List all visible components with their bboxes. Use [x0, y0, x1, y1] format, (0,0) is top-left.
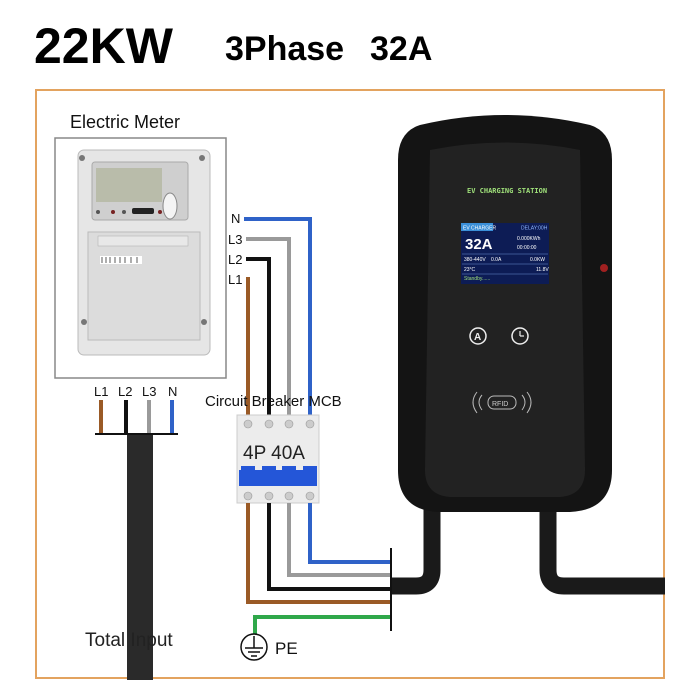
electric-meter-image — [77, 149, 211, 356]
meter-out-n: N — [231, 211, 240, 226]
meter-in-l3: L3 — [142, 384, 156, 399]
power-rating: 22KW — [34, 18, 174, 74]
wire-l2-upper — [246, 257, 271, 420]
screen-amps: 0.0A — [491, 257, 502, 263]
meter-in-n: N — [168, 384, 177, 399]
screen-voltage: 380-440V — [464, 257, 486, 263]
rfid-reader[interactable]: RFID — [472, 391, 532, 414]
ground-icon — [240, 633, 268, 661]
wire-n-lower — [308, 503, 392, 564]
pe-label: PE — [275, 639, 298, 658]
phase-label: 3Phase — [225, 30, 344, 68]
screen-current: 32A — [465, 236, 493, 253]
meter-in-l1: L1 — [94, 384, 108, 399]
total-input-label: Total Input — [85, 630, 173, 651]
breaker-rating: 4P 40A — [243, 443, 305, 464]
wire-l3-upper — [246, 237, 291, 420]
button-a-label: A — [474, 332, 481, 343]
input-cable — [127, 435, 153, 680]
wire-l1-lower — [246, 503, 392, 604]
button-a[interactable]: A — [469, 327, 487, 345]
screen-state: Standby...... — [464, 276, 490, 282]
screen-power: 0.0KW — [530, 257, 545, 263]
wire-l1-upper — [246, 277, 250, 420]
screen-tab: EV CHARGER — [463, 226, 496, 232]
meter-out-l3: L3 — [228, 232, 242, 247]
rfid-waves-icon — [472, 391, 532, 414]
breaker-label: Circuit Breaker MCB — [205, 393, 342, 410]
screen-delay: DELAY:00H — [521, 226, 548, 232]
screen-energy: 0.000KWh — [517, 236, 541, 242]
screen-temp: 23°C — [464, 267, 476, 273]
meter-label: Electric Meter — [70, 112, 180, 132]
wire-pe — [253, 615, 392, 634]
screen-aux-voltage: 11.8V — [536, 267, 549, 273]
clock-icon — [519, 331, 524, 337]
charger-screen — [461, 223, 549, 284]
meter-out-l2: L2 — [228, 252, 242, 267]
circuit-breaker: 4P 40A — [236, 414, 320, 504]
meter-in-l2: L2 — [118, 384, 132, 399]
wire-l2-lower — [267, 503, 392, 591]
meter-out-l1: L1 — [228, 272, 242, 287]
wire-n-upper — [244, 217, 312, 420]
charger-title: EV CHARGING STATION — [467, 187, 547, 195]
current-rating: 32A — [370, 30, 432, 68]
screen-time: 00:00:00 — [517, 245, 537, 251]
diagram-frame — [35, 89, 665, 679]
timer-button[interactable] — [511, 327, 529, 345]
wire-l3-lower — [287, 503, 392, 577]
rfid-label: RFID — [492, 401, 508, 408]
ev-charger — [398, 115, 612, 512]
charger-cables — [392, 495, 665, 595]
